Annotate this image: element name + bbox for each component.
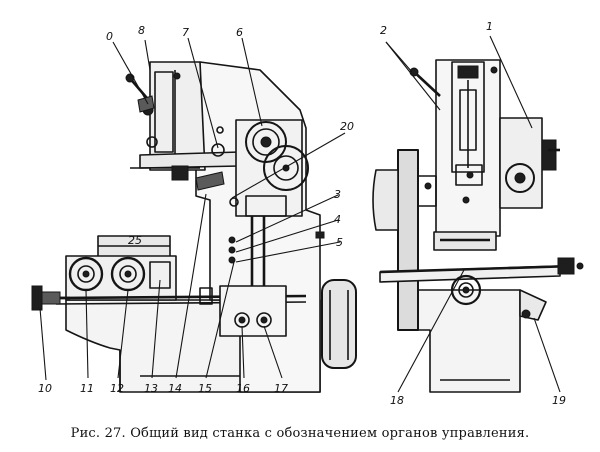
- label-15: 15: [198, 382, 212, 395]
- gear-20: [263, 145, 309, 191]
- label-13: 13: [144, 382, 158, 395]
- lower-gearbox: [219, 285, 287, 337]
- label-8: 8: [138, 24, 145, 37]
- label-1: 1: [486, 20, 493, 33]
- label-7: 7: [182, 26, 189, 39]
- label-5: 5: [336, 236, 343, 249]
- label-18: 18: [390, 394, 404, 407]
- label-3: 3: [334, 188, 341, 201]
- label-16: 16: [236, 382, 250, 395]
- label-14: 14: [168, 382, 182, 395]
- label-2: 2: [380, 24, 387, 37]
- label-10: 10: [38, 382, 52, 395]
- label-12: 12: [110, 382, 124, 395]
- label-11: 11: [80, 382, 94, 395]
- table-mark: 25: [128, 234, 142, 247]
- label-19: 19: [552, 394, 566, 407]
- side-base: [409, 289, 521, 393]
- figure-caption: Рис. 27. Общий вид станка с обозначением…: [70, 426, 530, 441]
- handwheel-12: [110, 256, 146, 292]
- flywheel: [397, 149, 419, 331]
- label-6: 6: [236, 26, 243, 39]
- label-4: 4: [334, 213, 341, 226]
- label-20: 20: [340, 120, 354, 133]
- front-view: 25: [31, 61, 357, 393]
- callout-labels: 0 8 7 6 20 3 4 5 10 11 12 13 14 15 16 17…: [38, 20, 566, 407]
- motor: [321, 279, 357, 369]
- ram-head: [149, 61, 206, 171]
- side-view: [372, 59, 584, 393]
- gear-6: [245, 121, 287, 163]
- handwheel-18: [450, 274, 482, 306]
- leader-lines: [39, 35, 561, 393]
- label-0: 0: [106, 30, 113, 43]
- label-17: 17: [274, 382, 288, 395]
- side-gear-head: [499, 117, 543, 209]
